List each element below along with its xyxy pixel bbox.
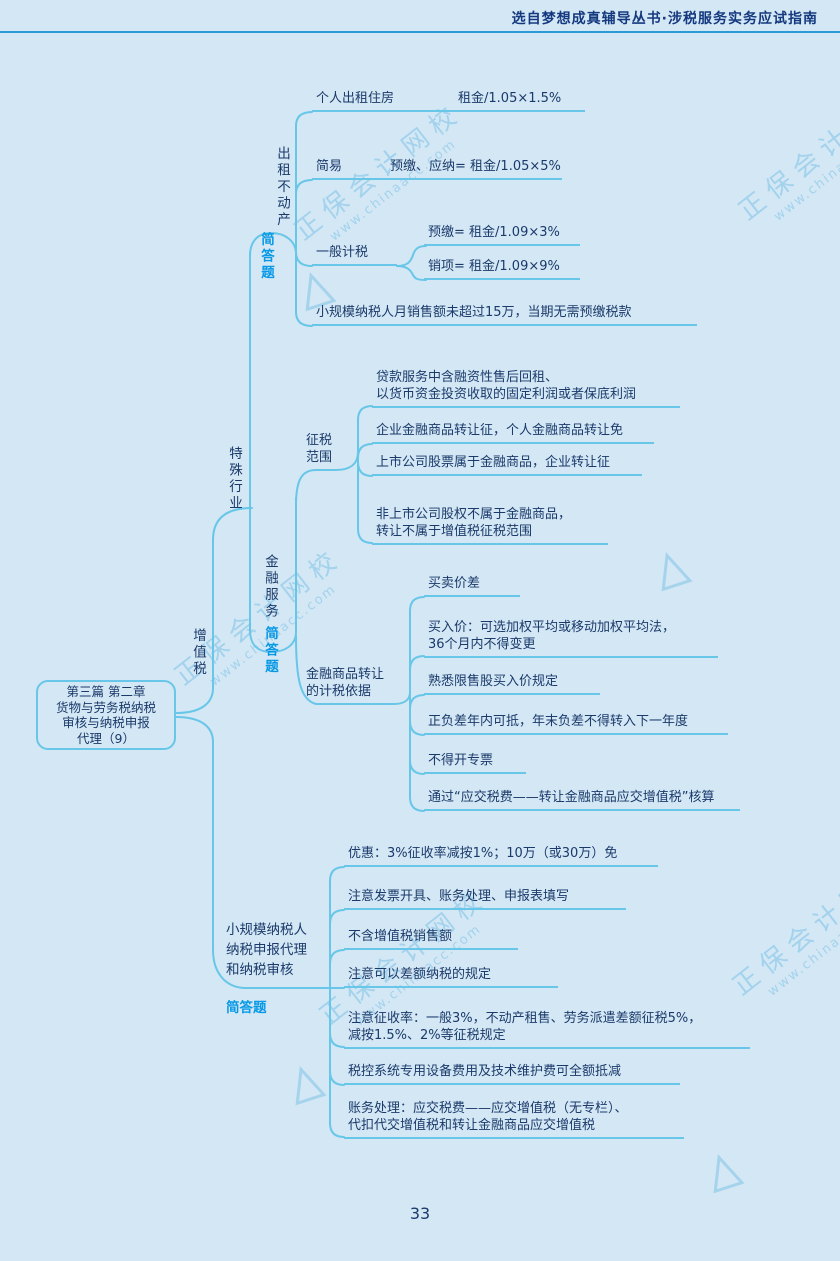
node-financial-services: 金融服务 (262, 554, 278, 620)
leaf-line: 注意发票开具、账务处理、申报表填写 (348, 889, 570, 904)
leaf-purchase-price-method: 买入价：可选加权平均或移动加权平均法， 36个月内不得变更 (424, 619, 718, 658)
leaf-differential-taxation: 注意可以差额纳税的规定 (344, 966, 558, 988)
node-line: 和纳税审核 (226, 962, 294, 978)
node-rental-real-estate: 出租不动产 (274, 146, 290, 229)
root-line: 第三篇 第二章 (66, 684, 146, 699)
leaf-invoice-accounting-filing: 注意发票开具、账务处理、申报表填写 (344, 888, 626, 910)
node-tax-basis: 金融商品转让 的计税依据 (306, 666, 396, 700)
watermark-logo-triangle-icon (305, 272, 337, 312)
leaf-general-taxation: 一般计税 (312, 244, 397, 266)
leaf-line: 熟悉限售股买入价规定 (428, 674, 559, 689)
leaf-listed-shares: 上市公司股票属于金融商品，企业转让征 (372, 454, 642, 476)
leaf-line: 不含增值税销售额 (348, 929, 453, 944)
leaf-line: 税控系统专用设备费用及技术维护费可全额抵减 (348, 1064, 622, 1079)
leaf-price-difference: 买卖价差 (424, 575, 520, 597)
leaf-line: 账务处理：应交税费——应交增值税（无专栏）、 (348, 1101, 628, 1116)
leaf-line: 以货币资金投资收取的固定利润或者保底利润 (376, 387, 637, 402)
leaf-personal-rental: 个人出租住房 租金/1.05×1.5% (312, 90, 585, 112)
node-line: 金融商品转让 (306, 667, 385, 682)
leaf-label: 简易 (316, 159, 343, 174)
leaf-loan-services: 贷款服务中含融资性售后回租、 以货币资金投资收取的固定利润或者保底利润 (372, 369, 680, 408)
page-header-title: 选自梦想成真辅导丛书·涉税服务实务应试指南 (511, 11, 818, 27)
node-line: 范围 (306, 450, 333, 465)
node-line: 的计税依据 (306, 684, 372, 699)
tag-short-answer-finance: 简答题 (262, 626, 278, 676)
leaf-enterprise-vs-personal: 企业金融商品转让征，个人金融商品转让免 (372, 422, 654, 444)
watermark-logo-triangle-icon (661, 552, 693, 592)
node-taxation-scope: 征税 范围 (306, 432, 340, 466)
watermark-logo-triangle-icon (295, 1066, 327, 1106)
leaf-simple-method: 简易 预缴、应纳= 租金/1.05×5% (312, 158, 562, 180)
leaf-line: 贷款服务中含融资性售后回租、 (376, 370, 559, 385)
node-special-industry: 特殊行业 (226, 446, 242, 512)
leaf-gain-loss-offset: 正负差年内可抵，年末负差不得转入下一年度 (424, 713, 728, 735)
leaf-line: 注意可以差额纳税的规定 (348, 967, 492, 982)
node-vat: 增值税 (190, 628, 206, 678)
leaf-restricted-shares: 熟悉限售股买入价规定 (424, 673, 600, 695)
leaf-tax-control-equipment: 税控系统专用设备费用及技术维护费可全额抵减 (344, 1063, 680, 1085)
root-line: 代理（9） (77, 730, 135, 746)
leaf-line: 代扣代交增值税和转让金融商品应交增值税 (348, 1118, 596, 1133)
leaf-levy-rates: 注意征收率：一般3%，不动产租售、劳务派遣差额征税5%， 减按1.5%、2%等征… (344, 1010, 750, 1049)
node-line: 小规模纳税人 (226, 922, 307, 938)
leaf-unlisted-equity: 非上市公司股权不属于金融商品， 转让不属于增值税征税范围 (372, 506, 608, 545)
tag-short-answer-rental: 简答题 (258, 232, 274, 282)
leaf-label: 一般计税 (316, 245, 369, 260)
leaf-line: 企业金融商品转让征，个人金融商品转让免 (376, 423, 624, 438)
leaf-no-special-invoice: 不得开专票 (424, 752, 526, 774)
leaf-line: 通过“应交税费——转让金融商品应交增值税”核算 (428, 790, 715, 805)
leaf-line: 转让不属于增值税征税范围 (376, 524, 533, 539)
leaf-sales-excluding-vat: 不含增值税销售额 (344, 928, 518, 950)
leaf-general-output: 销项= 租金/1.09×9% (424, 258, 580, 280)
root-line: 货物与劳务税纳税 (55, 699, 156, 715)
node-small-scale-taxpayer: 小规模纳税人 纳税申报代理 和纳税审核 (226, 920, 318, 980)
leaf-accounting-treatment: 账务处理：应交税费——应交增值税（无专栏）、 代扣代交增值税和转让金融商品应交增… (344, 1100, 684, 1139)
tag-short-answer-small-scale: 简答题 (226, 1000, 267, 1016)
leaf-line: 非上市公司股权不属于金融商品， (376, 507, 572, 522)
page-number: 33 (409, 1204, 431, 1223)
root-line: 审核与纳税申报 (62, 715, 150, 730)
leaf-line: 36个月内不得变更 (428, 637, 536, 652)
node-line: 纳税申报代理 (226, 942, 307, 958)
leaf-formula: 租金/1.05×1.5% (458, 91, 562, 106)
watermark-logo-triangle-icon (713, 1154, 745, 1194)
leaf-label: 小规模纳税人月销售额未超过15万，当期无需预缴税款 (316, 305, 632, 320)
leaf-accounting-entry: 通过“应交税费——转让金融商品应交增值税”核算 (424, 789, 740, 811)
leaf-line: 注意征收率：一般3%，不动产租售、劳务派遣差额征税5%， (348, 1011, 702, 1026)
leaf-line: 减按1.5%、2%等征税规定 (348, 1028, 506, 1043)
leaf-formula: 预缴= 租金/1.09×3% (428, 225, 560, 240)
leaf-preferential-rate: 优惠：3%征收率减按1%；10万（或30万）免 (344, 845, 658, 867)
leaf-line: 不得开专票 (428, 753, 494, 768)
node-line: 征税 (306, 433, 333, 448)
header-rule (0, 31, 840, 33)
leaf-line: 买卖价差 (428, 576, 481, 591)
leaf-formula: 销项= 租金/1.09×9% (428, 259, 560, 274)
leaf-line: 优惠：3%征收率减按1%；10万（或30万）免 (348, 846, 618, 861)
leaf-small-taxpayer-note: 小规模纳税人月销售额未超过15万，当期无需预缴税款 (312, 304, 697, 326)
leaf-label: 个人出租住房 (316, 91, 395, 106)
leaf-line: 正负差年内可抵，年末负差不得转入下一年度 (428, 714, 689, 729)
leaf-line: 上市公司股票属于金融商品，企业转让征 (376, 455, 611, 470)
leaf-formula: 预缴、应纳= 租金/1.05×5% (390, 159, 561, 174)
root-node: 第三篇 第二章 货物与劳务税纳税 审核与纳税申报 代理（9） (36, 680, 176, 750)
leaf-general-prepay: 预缴= 租金/1.09×3% (424, 224, 580, 246)
leaf-line: 买入价：可选加权平均或移动加权平均法， (428, 620, 676, 635)
